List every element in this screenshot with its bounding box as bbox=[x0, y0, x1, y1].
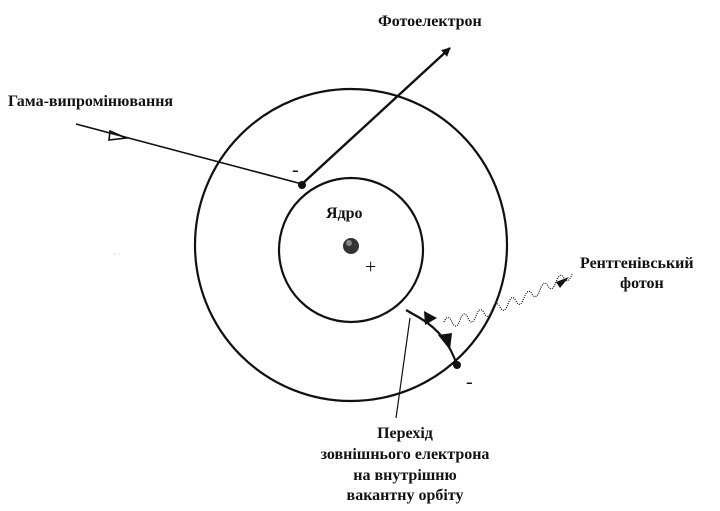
inner-electron-dot bbox=[298, 181, 306, 189]
transition-label-line4: вакантну орбіту bbox=[347, 487, 464, 504]
photoelectron-arrow bbox=[302, 48, 450, 184]
nucleus-dot bbox=[343, 238, 359, 254]
transition-arrow-upper bbox=[424, 311, 437, 325]
xray-photon-label-line2: фотон bbox=[620, 275, 664, 292]
stray-mark: · · bbox=[113, 250, 120, 259]
gamma-radiation-label: Гама-випромінювання bbox=[8, 93, 173, 110]
inner-electron-sign: - bbox=[292, 159, 299, 181]
transition-label-line1: Перехід bbox=[377, 425, 433, 442]
nucleus-charge-sign: + bbox=[365, 256, 376, 278]
transition-arrow-lower bbox=[438, 333, 452, 350]
xray-photon-wave bbox=[444, 274, 572, 326]
nucleus-label: Ядро bbox=[326, 205, 363, 222]
photoelectron-label: Фотоелектрон bbox=[378, 13, 482, 30]
transition-label-line3: на внутрішню bbox=[353, 467, 456, 484]
xray-photon-label-line1: Рентгенівський bbox=[580, 255, 694, 272]
outer-electron-sign: - bbox=[466, 371, 473, 393]
transition-leader-line bbox=[396, 318, 410, 418]
transition-label-line2: зовнішнього електрона bbox=[321, 446, 490, 463]
nucleus-highlight bbox=[346, 240, 352, 246]
